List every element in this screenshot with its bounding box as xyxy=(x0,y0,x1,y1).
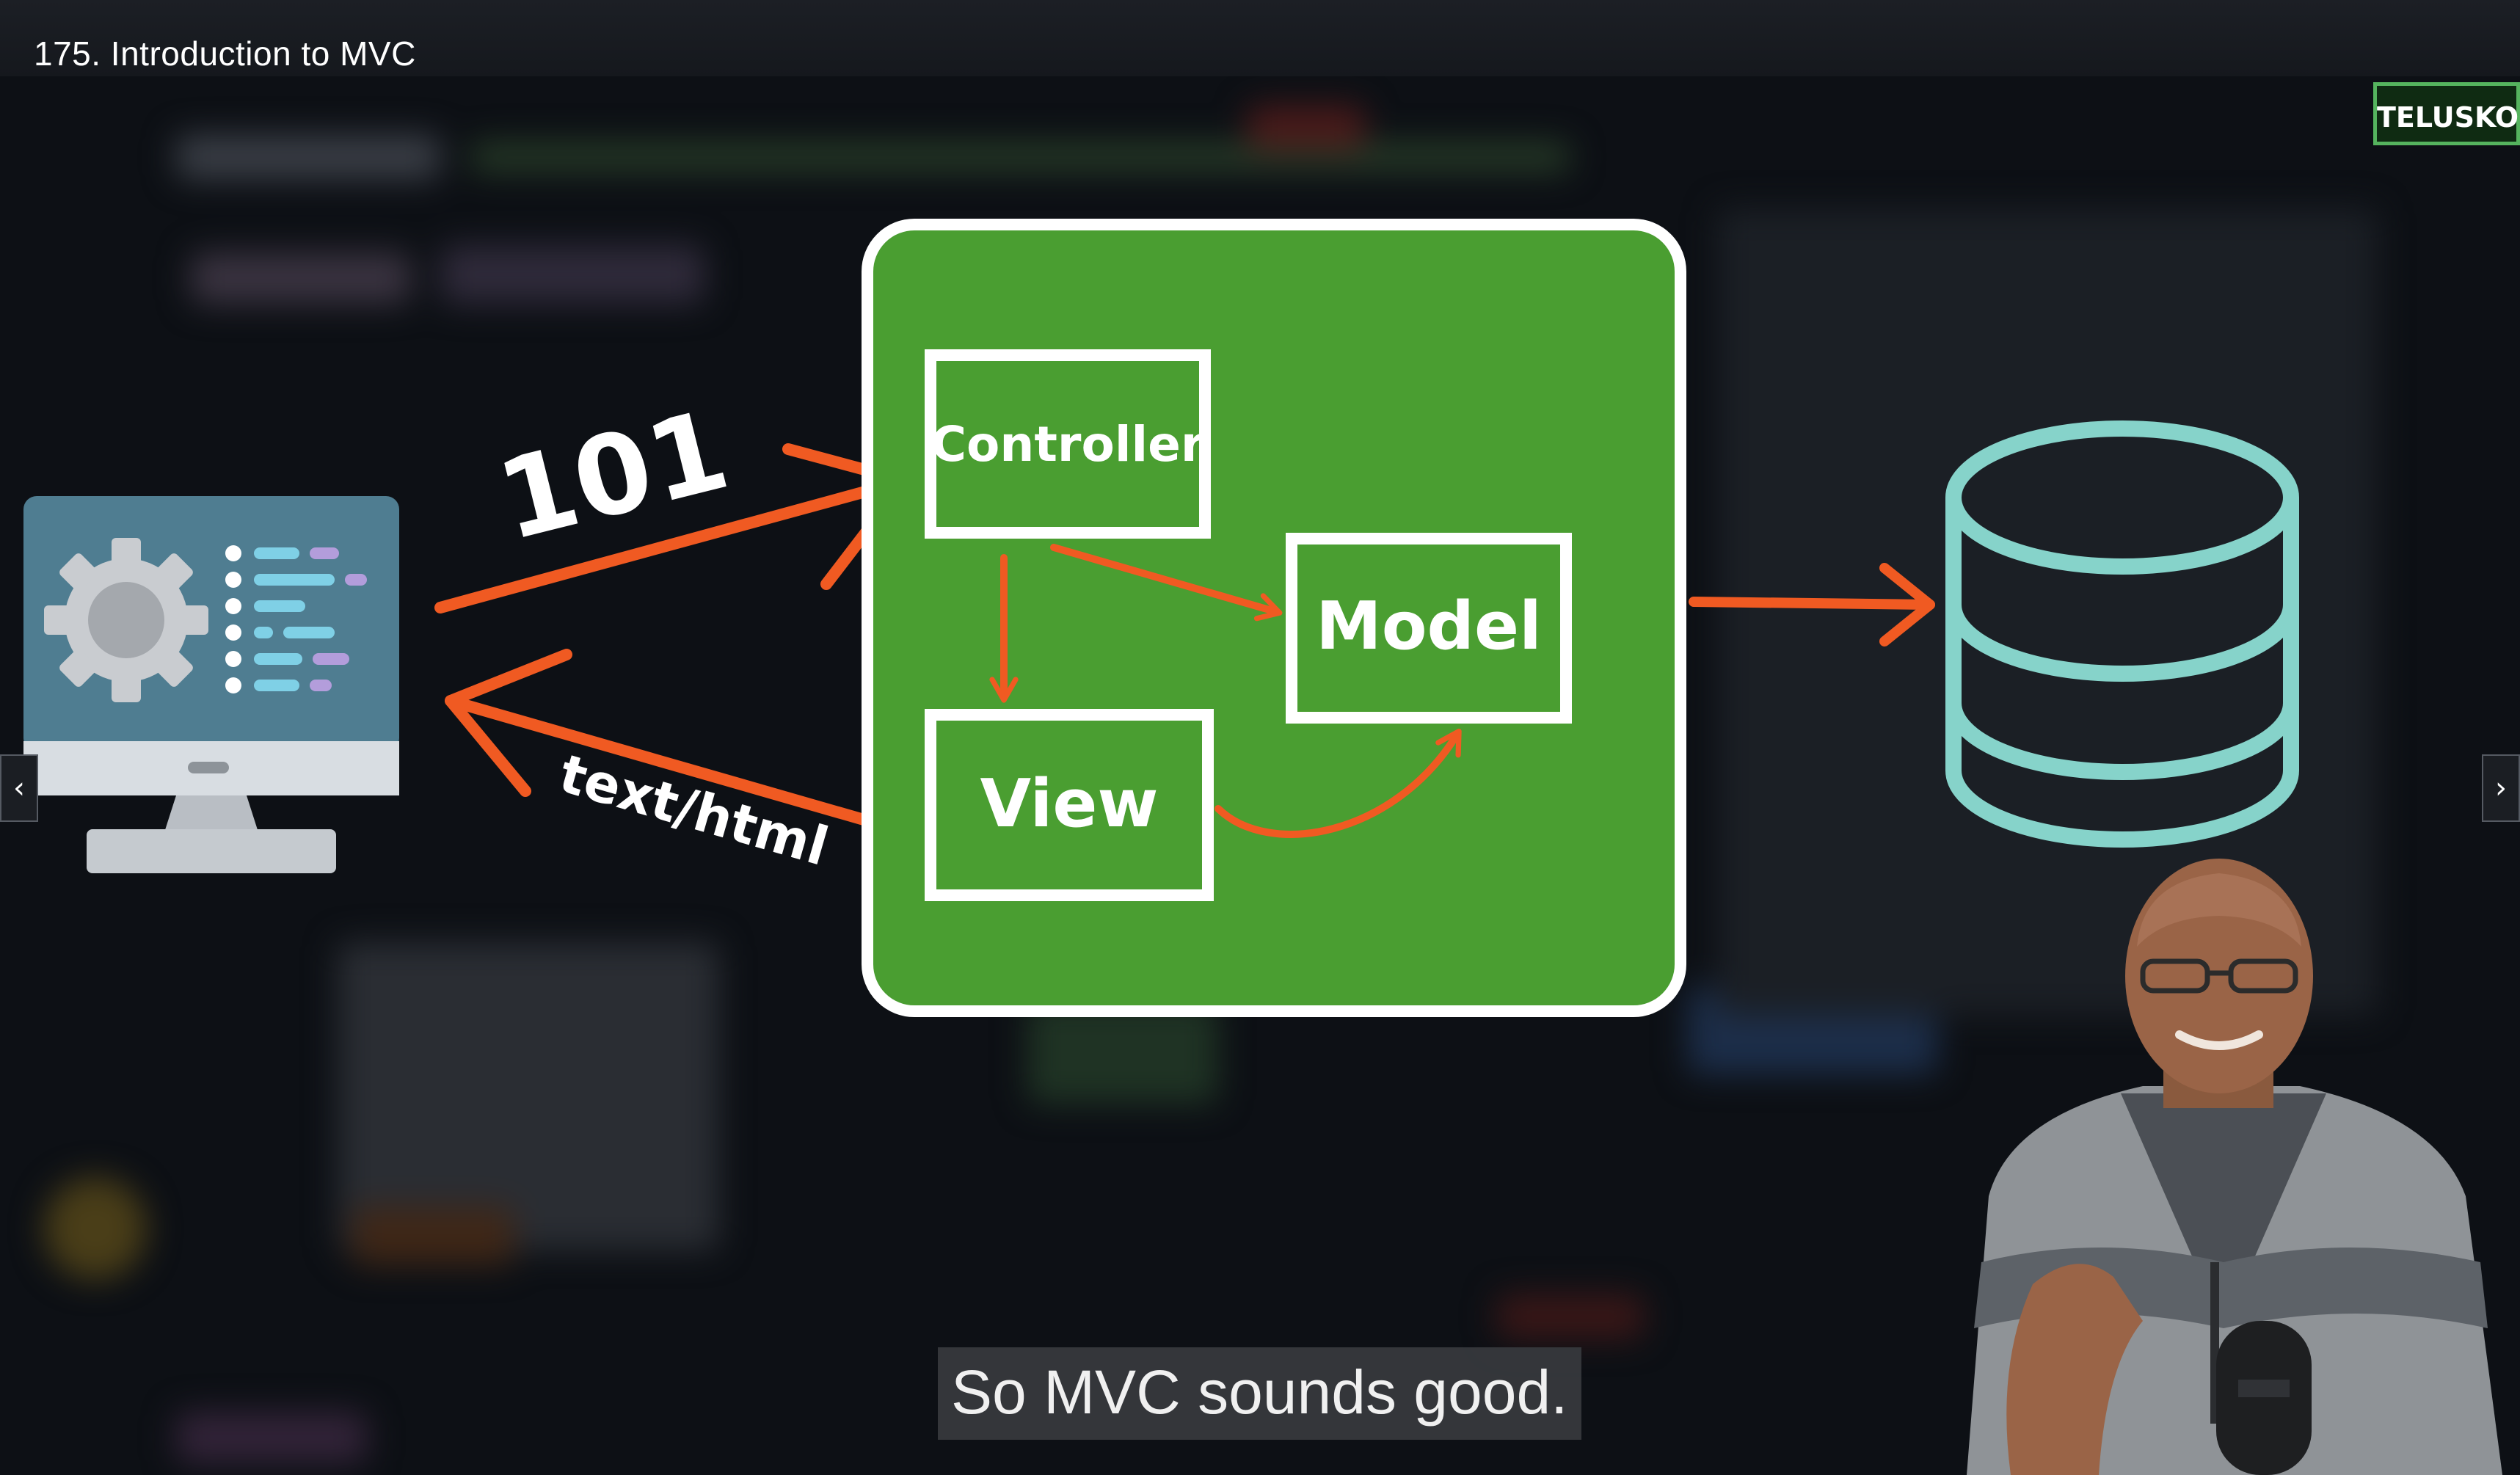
telusko-watermark: TELUSKO xyxy=(2373,82,2520,145)
computer-settings-icon xyxy=(23,496,399,873)
database-icon xyxy=(1945,420,2299,848)
model-label: Model xyxy=(1316,588,1542,665)
subtitle-caption: So MVC sounds good. xyxy=(938,1347,1581,1440)
view-label: View xyxy=(980,765,1158,842)
controller-box xyxy=(925,349,1211,539)
response-arrow xyxy=(445,649,913,838)
controller-label: Controller xyxy=(931,416,1205,473)
presenter-person-icon xyxy=(1967,859,2502,1475)
title-bar: 175. Introduction to MVC xyxy=(0,0,2520,76)
next-button[interactable]: › xyxy=(2482,754,2520,822)
controller-to-model-arrow xyxy=(1050,544,1283,622)
database-arrow xyxy=(1689,563,1935,647)
chevron-right-icon: › xyxy=(2495,771,2507,805)
video-title: 175. Introduction to MVC xyxy=(34,34,416,73)
view-to-model-arrow xyxy=(1215,728,1462,838)
response-label: text/html xyxy=(553,743,834,878)
chevron-left-icon: ‹ xyxy=(13,771,25,805)
code-lines-icon xyxy=(225,545,367,693)
blurred-background xyxy=(0,76,2520,1475)
gear-icon xyxy=(44,538,208,702)
previous-button[interactable]: ‹ xyxy=(0,754,38,822)
view-box xyxy=(925,709,1214,901)
model-box xyxy=(1286,533,1572,724)
